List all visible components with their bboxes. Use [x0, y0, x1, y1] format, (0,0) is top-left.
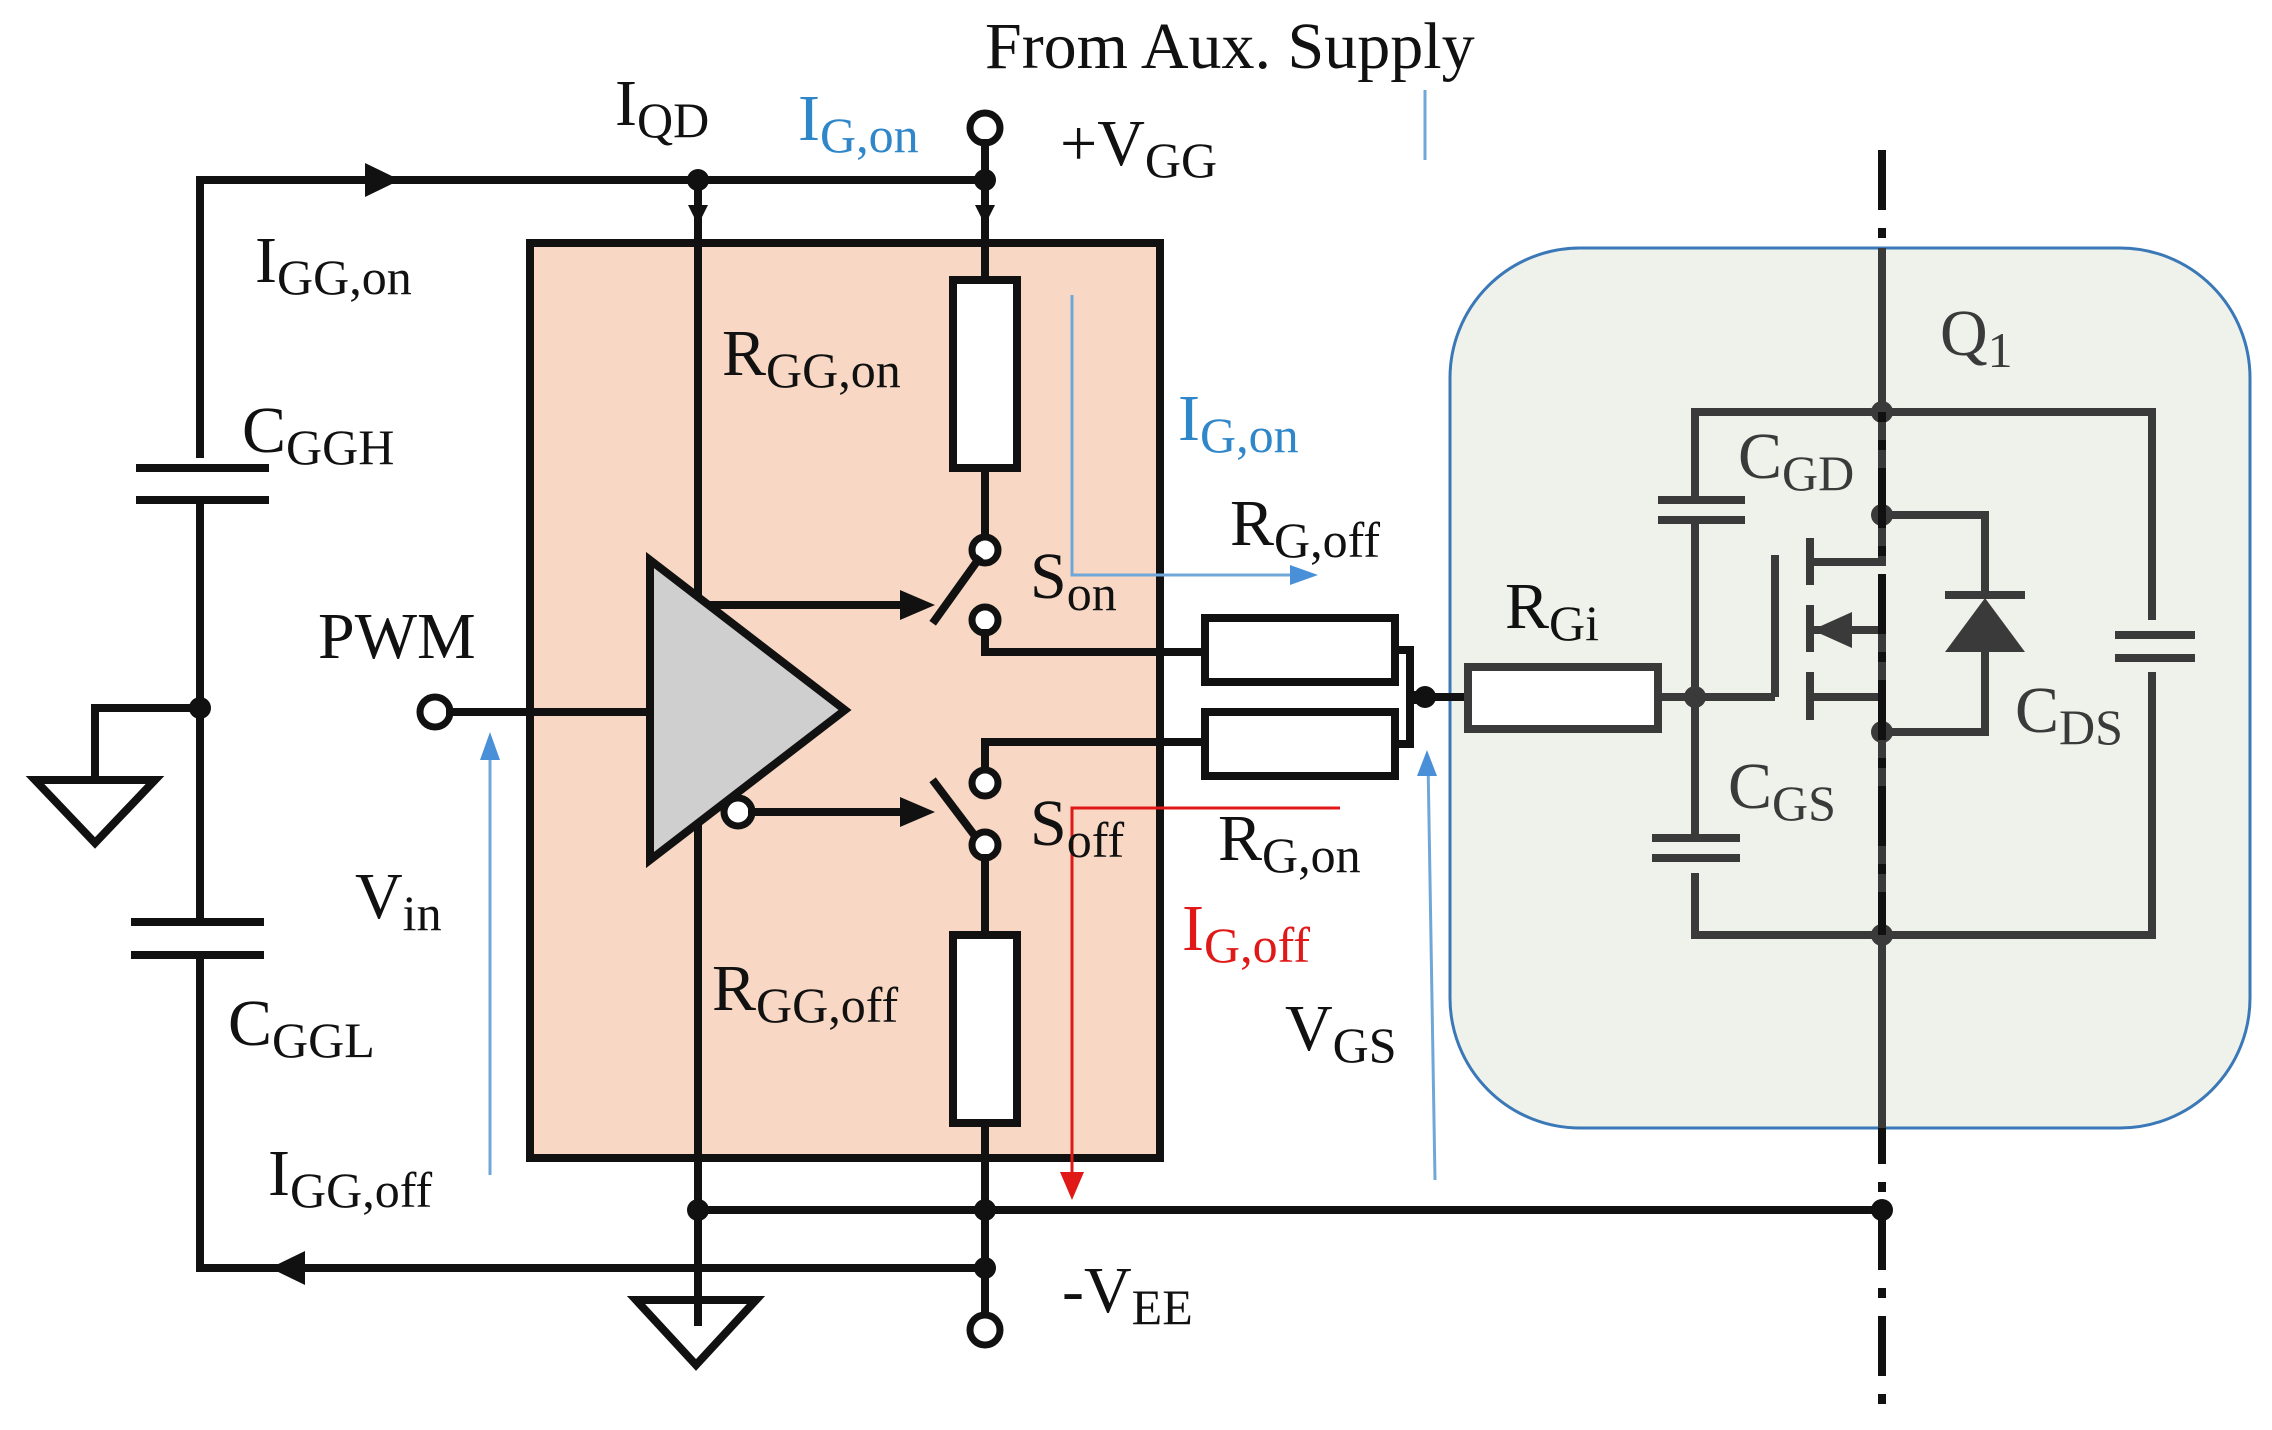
mosfet-module-box [1448, 246, 2252, 1130]
vee-terminal [966, 1311, 1004, 1349]
cds-label: CDS [2015, 674, 2123, 755]
rgg-off-label: RGG,off [712, 952, 898, 1033]
cggh-label: CGGH [242, 394, 394, 475]
igg-off-arrow [270, 1251, 305, 1285]
ig-off-label: IG,off [1182, 892, 1310, 973]
driver-box [526, 239, 1164, 1162]
q1-label: Q1 [1940, 297, 2013, 378]
rgg-on-label: RGG,on [722, 317, 901, 398]
ground-left-icon [25, 776, 165, 849]
from-aux-label: From Aux. Supply [985, 10, 1475, 83]
igg-on-arrow [365, 163, 400, 197]
vin-label: Vin [355, 860, 442, 941]
vee-label: -VEE [1062, 1254, 1193, 1335]
rg-on-label: RG,on [1218, 802, 1361, 883]
rgi-label: RGi [1505, 570, 1599, 651]
pwm-label: PWM [318, 600, 476, 673]
igg-off-label: IGG,off [268, 1137, 432, 1218]
cgd-label: CGD [1738, 420, 1854, 501]
rgg-on-resistor [949, 276, 1021, 472]
rgi-resistor [1464, 663, 1662, 733]
son-label: Son [1030, 540, 1117, 621]
ig-on-mid-label: IG,on [1178, 382, 1299, 463]
vgg-terminal [966, 109, 1004, 147]
ground-bottom-icon [626, 1296, 766, 1371]
cgs-label: CGS [1728, 750, 1836, 831]
ig-on-top-label: IG,on [798, 82, 919, 163]
rg-off-resistor [1201, 614, 1399, 686]
iqd-label: IQD [615, 67, 709, 148]
rg-on-resistor [1201, 708, 1399, 780]
aux-supply-loop [25, 163, 989, 1285]
igg-on-label: IGG,on [255, 224, 412, 305]
rg-off-label: RG,off [1230, 487, 1380, 568]
rgg-off-resistor [949, 931, 1021, 1127]
vgs-label: VGS [1285, 992, 1397, 1073]
vgg-label: +VGG [1060, 107, 1217, 188]
soff-label: Soff [1030, 787, 1124, 868]
pwm-terminal [416, 693, 454, 731]
cggl-label: CGGL [228, 987, 375, 1068]
body-diode-icon [1945, 598, 2025, 652]
